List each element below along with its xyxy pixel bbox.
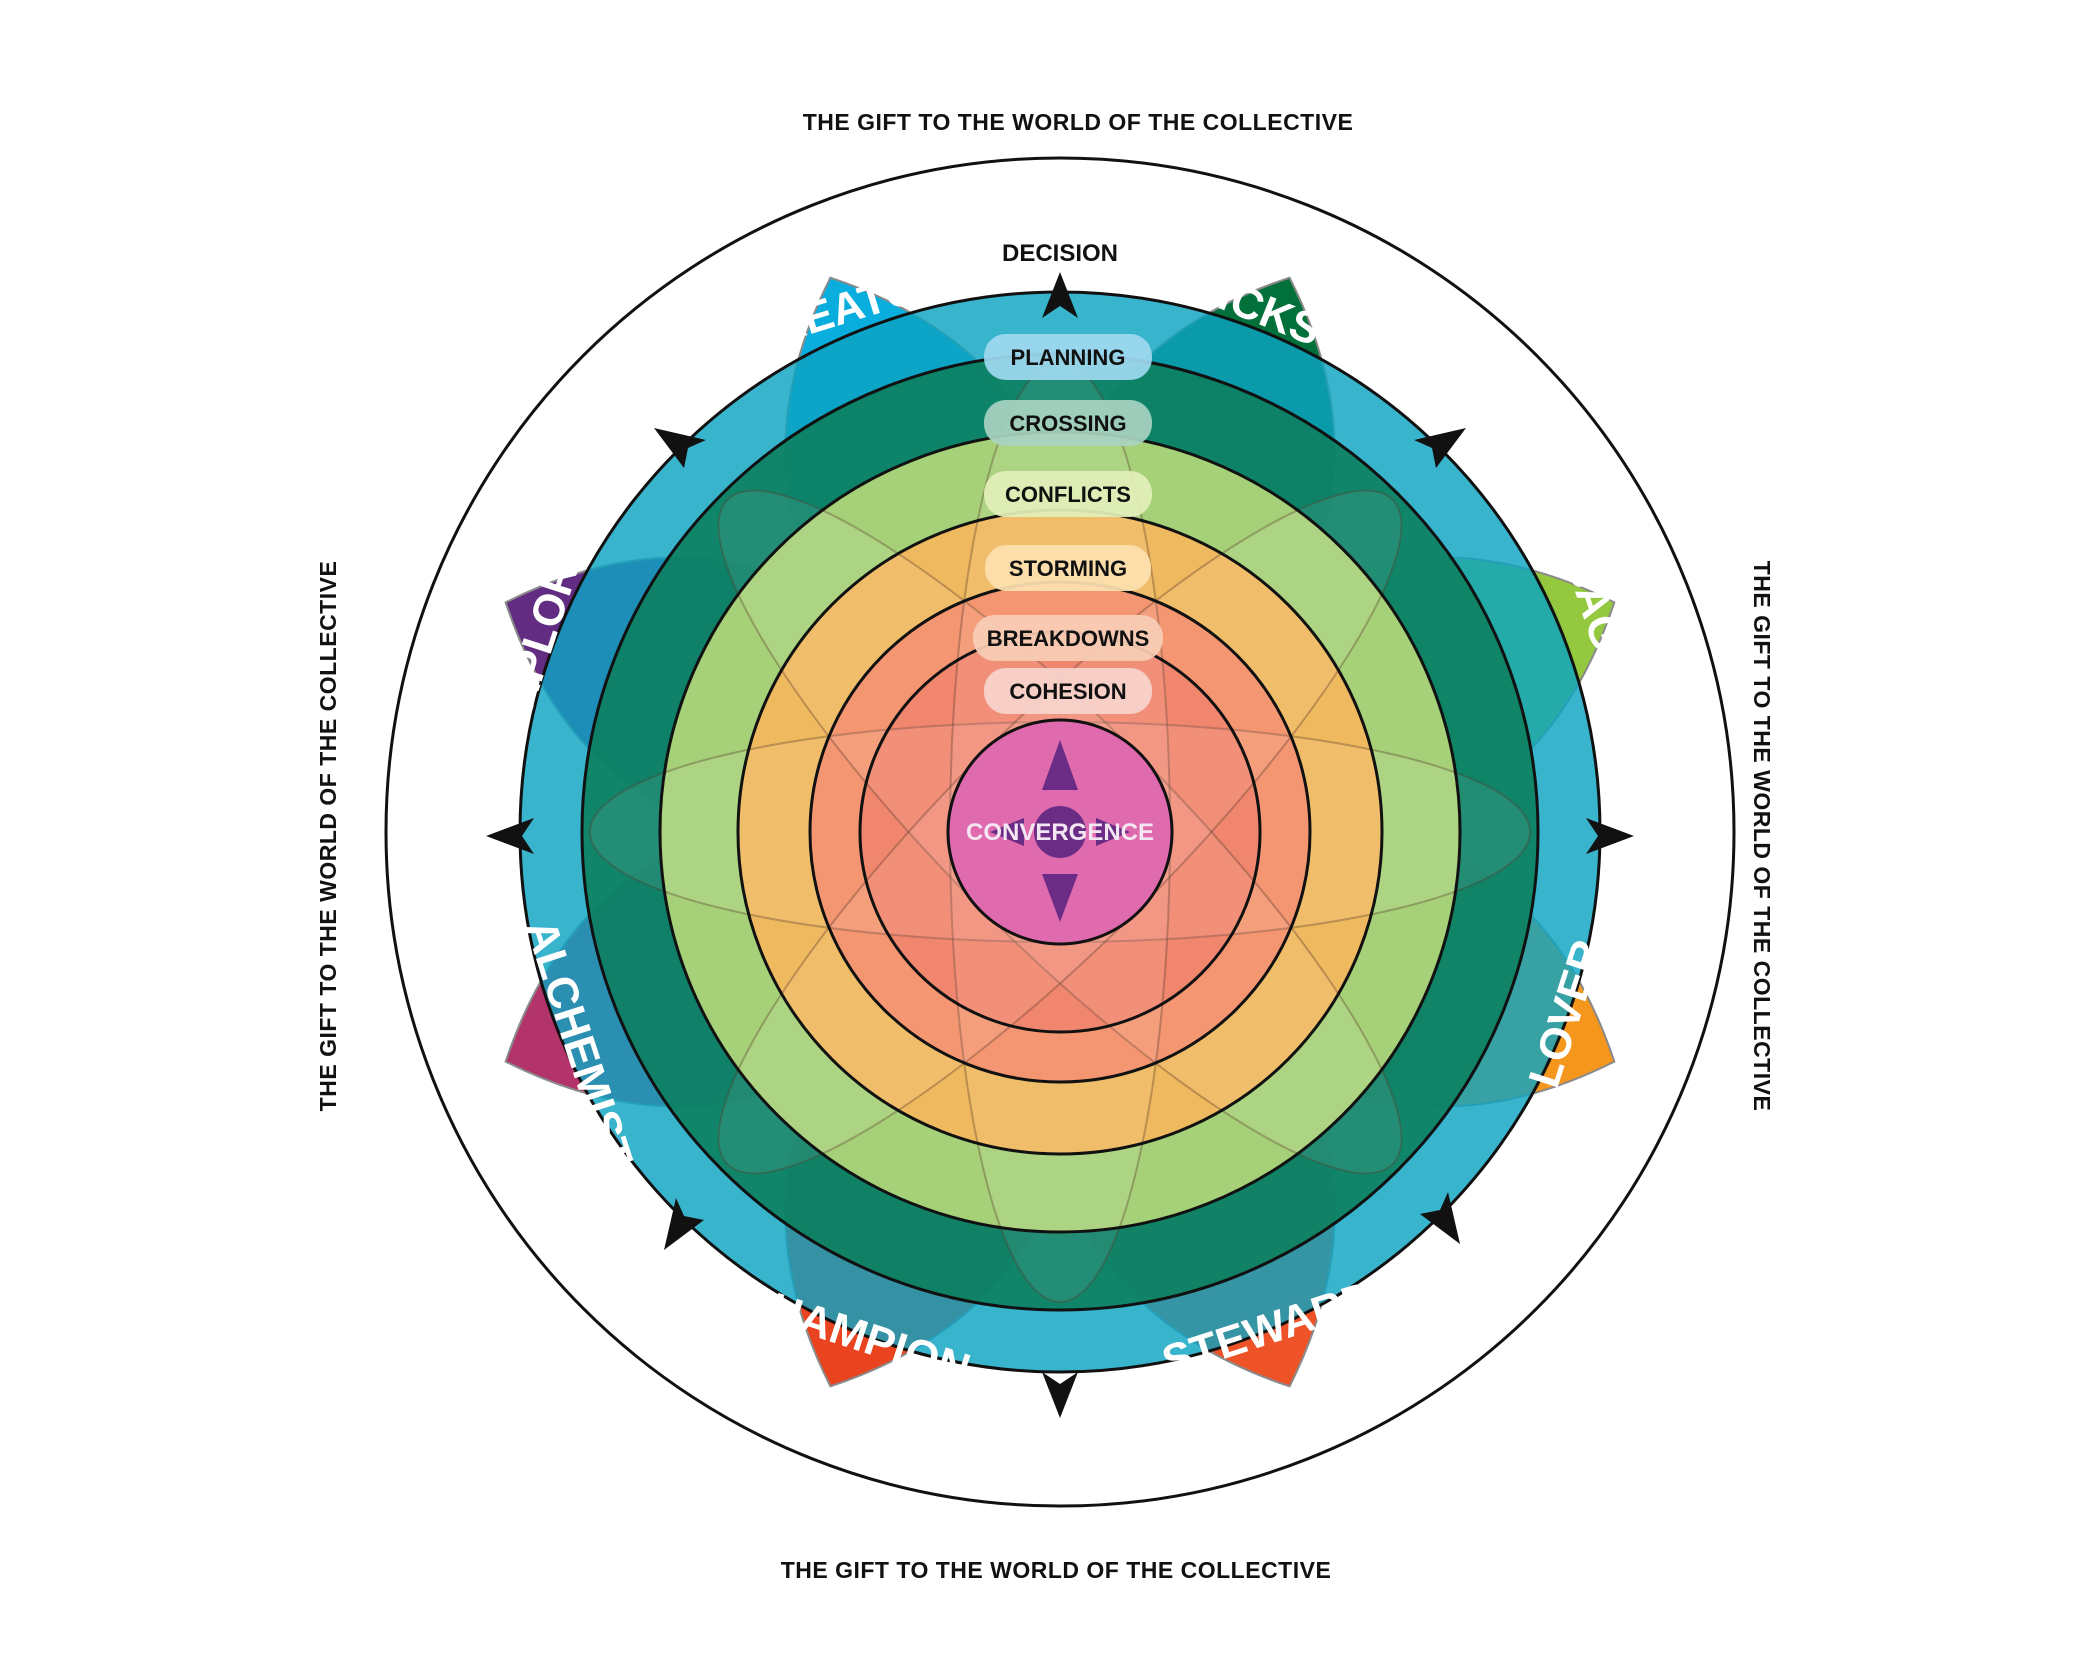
stage-pill-bg (984, 471, 1152, 517)
compass-west-arrow (990, 818, 1024, 846)
arrow-right-icon (1586, 818, 1634, 854)
center-hub: CONVERGENCE (946, 718, 1174, 946)
caption-left: THE GIFT TO THE WORLD OF THE COLLECTIVE (315, 561, 341, 1112)
arrow-left-icon (486, 818, 534, 854)
stage-pill-crossing: CROSSING (984, 400, 1152, 446)
compass-east-arrow (1096, 818, 1130, 846)
caption-top: THE GIFT TO THE WORLD OF THE COLLECTIVE (803, 109, 1354, 135)
decision-label: DECISION (1002, 240, 1118, 267)
caption-right: THE GIFT TO THE WORLD OF THE COLLECTIVE (1749, 561, 1775, 1112)
stage-pill-bg (984, 334, 1152, 380)
arrow-down-right-icon (1420, 1192, 1460, 1244)
stage-pill-cohesion: COHESION (984, 668, 1152, 714)
direction-arrows (486, 272, 1634, 1418)
stage-label: COHESION (1009, 679, 1126, 704)
stage-label: CROSSING (1009, 411, 1126, 436)
center-label: CONVERGENCE (966, 819, 1154, 846)
arrow-up-right-icon (1414, 428, 1466, 468)
stage-pill-conflicts: CONFLICTS (984, 471, 1152, 517)
caption-bottom: THE GIFT TO THE WORLD OF THE COLLECTIVE (781, 1557, 1332, 1583)
outer-boundary-circle (384, 156, 1736, 1508)
compass-north-arrow (1042, 740, 1078, 790)
stage-pill-breakdowns: BREAKDOWNS (973, 615, 1163, 661)
stage-label: STORMING (1009, 556, 1127, 581)
stage-pill-bg (984, 400, 1152, 446)
stage-label: PLANNING (1011, 345, 1126, 370)
compass-icon (990, 740, 1130, 922)
stage-pills-layer: PLANNING CROSSING CONFLICTS STORMING BREAKDO… (973, 334, 1163, 714)
arrow-down-icon (1042, 1372, 1078, 1418)
arrow-up-icon (1042, 272, 1078, 318)
stage-pill-storming: STORMING (985, 545, 1151, 591)
compass-core (1034, 806, 1086, 858)
stage-pill-planning: PLANNING (984, 334, 1152, 380)
stage-pill-bg (973, 615, 1163, 661)
arrow-down-left-icon (664, 1198, 704, 1250)
arrow-up-left-icon (654, 428, 706, 468)
stage-pill-bg (985, 545, 1151, 591)
stage-label: BREAKDOWNS (987, 626, 1150, 651)
stage-pill-bg (984, 668, 1152, 714)
compass-south-arrow (1042, 874, 1078, 922)
stage-label: CONFLICTS (1005, 482, 1131, 507)
